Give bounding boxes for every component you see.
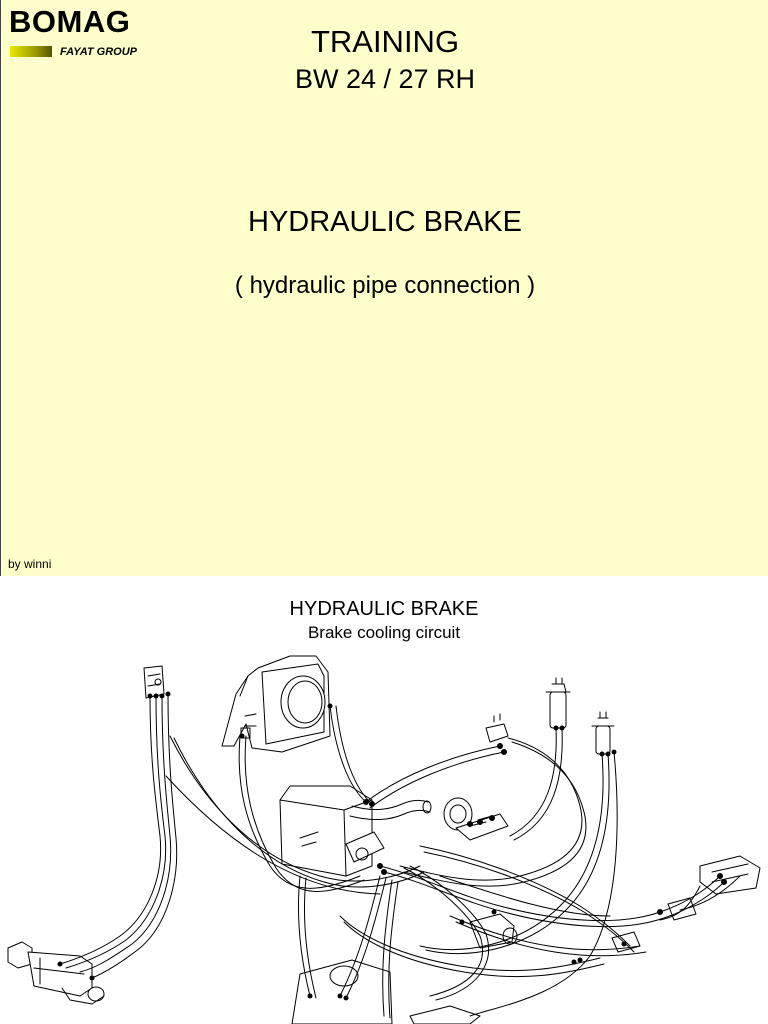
diagram-subtitle: Brake cooling circuit	[307, 623, 461, 642]
bomag-logo-wordmark: BOMAG	[9, 4, 131, 39]
slide-title: TRAINING	[310, 24, 460, 59]
valve-block-drawing	[345, 797, 509, 863]
hose-lines-left	[59, 693, 425, 979]
bomag-logo-bar	[10, 46, 52, 57]
topic-heading: HYDRAULIC BRAKE	[248, 206, 522, 238]
hose-lines-top	[238, 705, 618, 1017]
fayat-group-label: FAYAT GROUP	[60, 46, 137, 58]
oil-cooler-drawing	[221, 655, 331, 753]
brake-cylinder-drawing	[7, 941, 105, 1005]
diagram-title: HYDRAULIC BRAKE	[289, 598, 479, 620]
hose-lines-center	[297, 845, 741, 1019]
title-slide: BOMAG FAYAT GROUP TRAINING BW 24 / 27 RH…	[0, 0, 768, 576]
model-label: BW 24 / 27 RH	[294, 64, 476, 94]
left-top-fitting-drawing	[143, 665, 165, 699]
hose-fittings	[57, 691, 727, 1001]
author-credit: by winni	[8, 557, 52, 571]
filter-housings-drawing	[485, 677, 615, 755]
hydraulic-tank-drawing	[279, 785, 432, 877]
brake-cooling-circuit-drawing	[7, 655, 761, 1024]
right-valve-drawing	[611, 855, 761, 953]
diagram-slide: HYDRAULIC BRAKE Brake cooling circuit	[0, 576, 768, 1024]
topic-subtitle: ( hydraulic pipe connection )	[234, 272, 536, 299]
